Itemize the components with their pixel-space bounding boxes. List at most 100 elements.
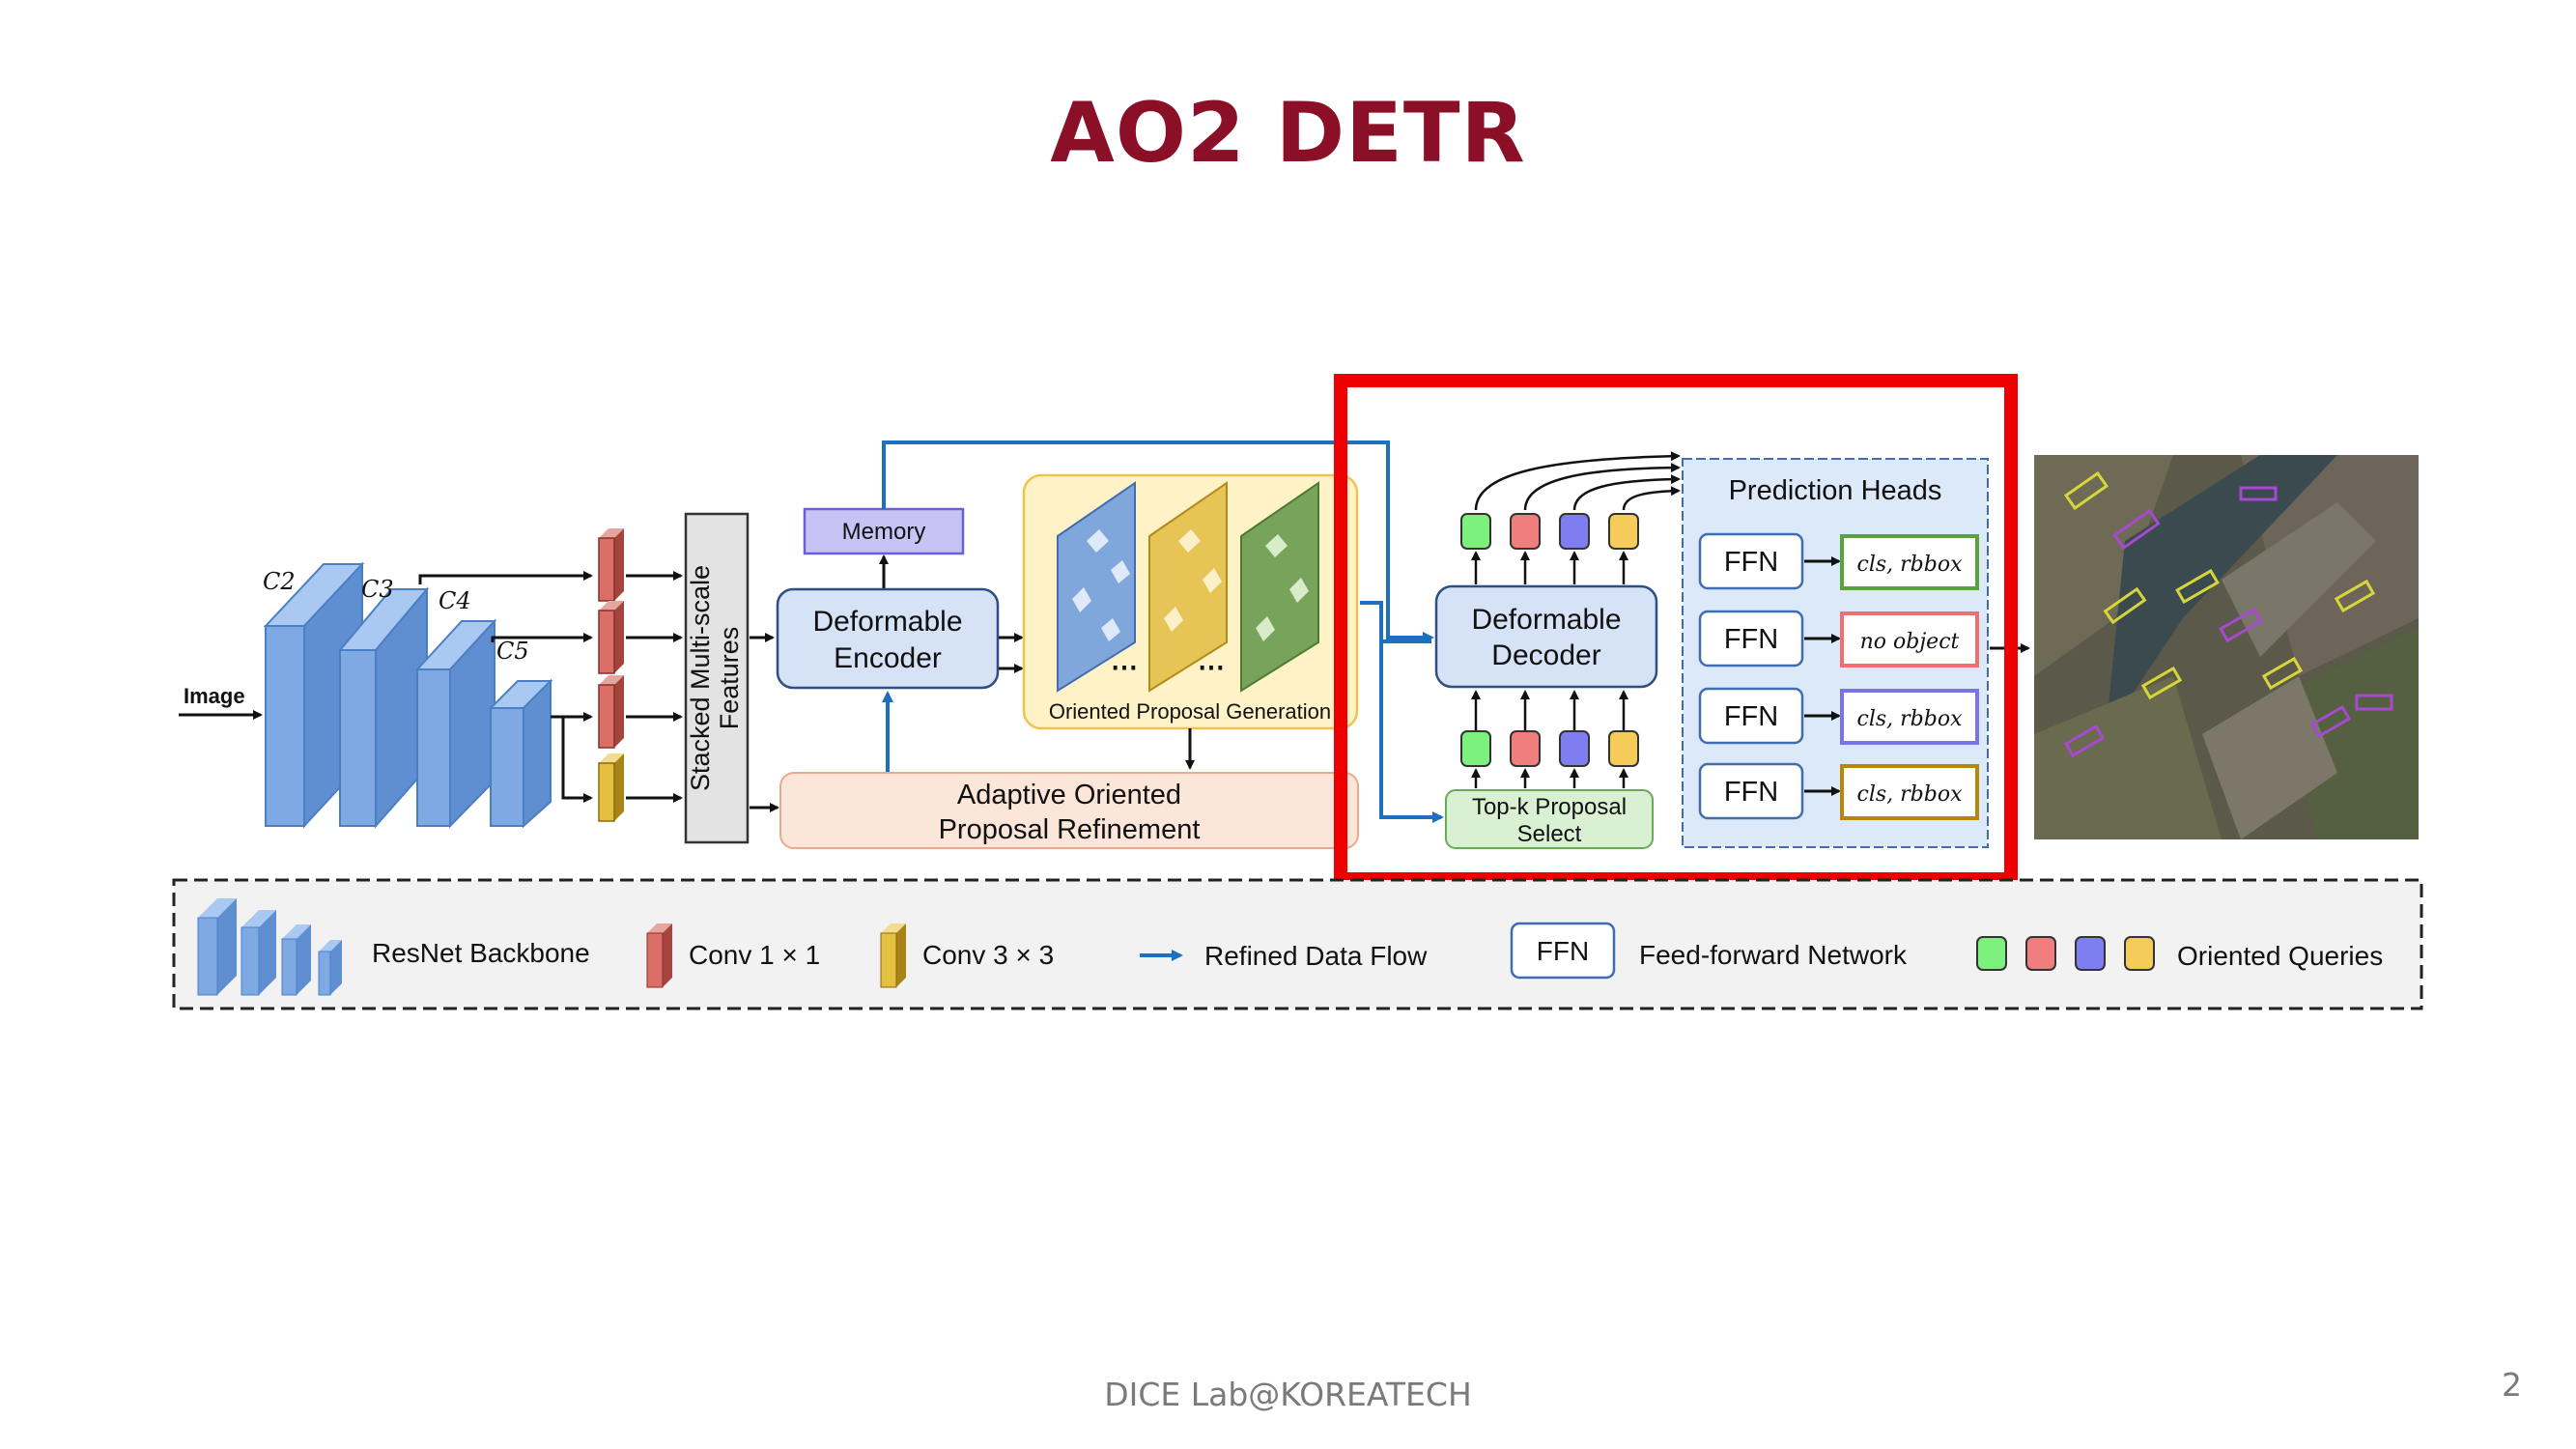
ffn-box — [1698, 687, 1804, 745]
query-token-yellow — [1608, 730, 1639, 767]
deformable-encoder: Deformable Encoder — [776, 587, 1000, 690]
stage-label-c2: C2 — [263, 568, 296, 595]
head-output-label: no object — [1860, 630, 1960, 654]
proposal-generation-label: Oriented Proposal Generation — [1049, 699, 1331, 724]
page-number: 2 — [2502, 1366, 2522, 1404]
query-token-yellow — [1608, 513, 1639, 550]
decoder-output-queries — [1460, 513, 1639, 550]
topk-label-line1: Top-k Proposal — [1472, 794, 1627, 820]
generation-to-decoder-flow — [1360, 601, 1431, 643]
prediction-head-row: FFN no object — [1698, 610, 1979, 668]
ffn-box — [1698, 762, 1804, 820]
query-token-red — [1510, 730, 1541, 767]
stacked-to-encoder-arrows — [750, 633, 779, 812]
encoder-label-line2: Encoder — [834, 642, 942, 674]
oriented-proposal-generation: ⋯ ⋯ Oriented Proposal Generation — [1022, 473, 1359, 730]
head-output-label: cls, rbbox — [1857, 782, 1964, 807]
input-arrow: Image — [179, 684, 263, 720]
legend-queries-label: Oriented Queries — [2177, 941, 2383, 971]
legend: ResNet Backbone Conv 1 × 1 Conv 3 × 3 Re… — [172, 878, 2423, 1010]
stacked-label-line1: Stacked Multi-scale — [686, 565, 715, 791]
legend-flow-label: Refined Data Flow — [1204, 941, 1428, 971]
decoder-input-queries — [1460, 730, 1639, 767]
legend-ffn-label: Feed-forward Network — [1639, 940, 1908, 970]
detection-output-aerial-image — [2034, 455, 2419, 839]
deformable-decoder: Deformable Decoder — [1434, 584, 1658, 689]
decoder-label-line1: Deformable — [1471, 604, 1621, 636]
svg-text:⋯: ⋯ — [1111, 652, 1138, 682]
legend-conv1-icon — [646, 923, 672, 988]
ffn-box — [1698, 610, 1804, 668]
proposal-feature-map-yellow — [1148, 481, 1228, 693]
legend-query-red — [2025, 936, 2056, 971]
ffn-label: FFN — [1724, 701, 1778, 732]
legend-conv3-label: Conv 3 × 3 — [922, 940, 1054, 970]
encoder-label-line1: Deformable — [812, 606, 962, 638]
ffn-label: FFN — [1724, 624, 1778, 655]
memory-label: Memory — [842, 519, 926, 545]
topk-label-line2: Select — [1517, 821, 1582, 847]
head-output-box — [1840, 689, 1979, 745]
legend-backbone-label: ResNet Backbone — [372, 938, 590, 968]
ffn-label: FFN — [1724, 777, 1778, 808]
prediction-head-row: FFN cls, rbbox — [1698, 532, 1979, 590]
footer-lab-name: DICE Lab@KOREATECH — [1104, 1376, 1472, 1413]
query-token-blue — [1559, 513, 1590, 550]
legend-ffn-box-label: FFN — [1537, 936, 1589, 966]
legend-query-blue — [2075, 936, 2106, 971]
input-image-label: Image — [184, 684, 245, 708]
proposal-feature-map-green — [1240, 481, 1319, 693]
legend-conv3-icon — [880, 923, 906, 988]
slide-title: AO2 DETR — [1050, 85, 1526, 182]
conv-blocks — [598, 528, 624, 822]
legend-query-yellow — [2124, 936, 2155, 971]
ffn-box — [1698, 532, 1804, 590]
conv-1x1-block — [598, 528, 624, 602]
query-token-red — [1510, 513, 1541, 550]
legend-ffn-box — [1510, 922, 1616, 980]
decoder-label-line2: Decoder — [1491, 639, 1600, 671]
backbone-to-conv-arrows — [418, 571, 593, 803]
backbone-block-c3 — [337, 586, 430, 829]
query-token-green — [1460, 513, 1491, 550]
generation-to-topk-flow — [1379, 641, 1444, 823]
stage-label-c4: C4 — [439, 587, 471, 614]
query-token-green — [1460, 730, 1491, 767]
refinement-label-line1: Adaptive Oriented — [957, 780, 1181, 810]
stacked-multiscale-features: Stacked Multi-scale Features — [684, 512, 750, 844]
ffn-label: FFN — [1724, 547, 1778, 578]
svg-text:⋯: ⋯ — [1198, 652, 1225, 682]
legend-conv1-label: Conv 1 × 1 — [689, 940, 820, 970]
adaptive-oriented-proposal-refinement: Adaptive Oriented Proposal Refinement — [779, 772, 1359, 849]
legend-query-icons — [1976, 936, 2155, 971]
conv-1x1-block — [598, 601, 624, 674]
head-output-label: cls, rbbox — [1857, 707, 1964, 731]
refinement-label-line2: Proposal Refinement — [939, 814, 1201, 845]
head-output-box — [1840, 534, 1979, 590]
prediction-head-row: FFN cls, rbbox — [1698, 762, 1979, 820]
stage-label-c3: C3 — [361, 576, 394, 603]
conv-to-stacked-arrows — [626, 571, 683, 803]
head-output-box — [1840, 611, 1979, 668]
head-output-box — [1840, 764, 1979, 820]
backbone-block-c4 — [414, 618, 497, 829]
backbone-block-c5 — [488, 678, 553, 829]
conv-3x3-block — [598, 753, 624, 822]
legend-backbone-icon — [197, 898, 342, 996]
prediction-head-row: FFN cls, rbbox — [1698, 687, 1979, 745]
memory-box: Memory — [803, 507, 965, 555]
backbone-block-c2 — [263, 561, 365, 829]
head-output-label: cls, rbbox — [1857, 553, 1964, 577]
resnet-backbone: C2 C3 C4 C5 — [263, 561, 553, 829]
conv-1x1-block — [598, 675, 624, 749]
stage-label-c5: C5 — [496, 638, 529, 665]
proposal-feature-map-blue — [1057, 481, 1136, 693]
prediction-heads-title: Prediction Heads — [1729, 475, 1942, 506]
legend-query-green — [1976, 936, 2007, 971]
encoder-outputs — [999, 633, 1024, 673]
query-arrows — [1471, 451, 1681, 788]
memory-to-decoder-flow — [882, 440, 1434, 643]
query-token-blue — [1559, 730, 1590, 767]
